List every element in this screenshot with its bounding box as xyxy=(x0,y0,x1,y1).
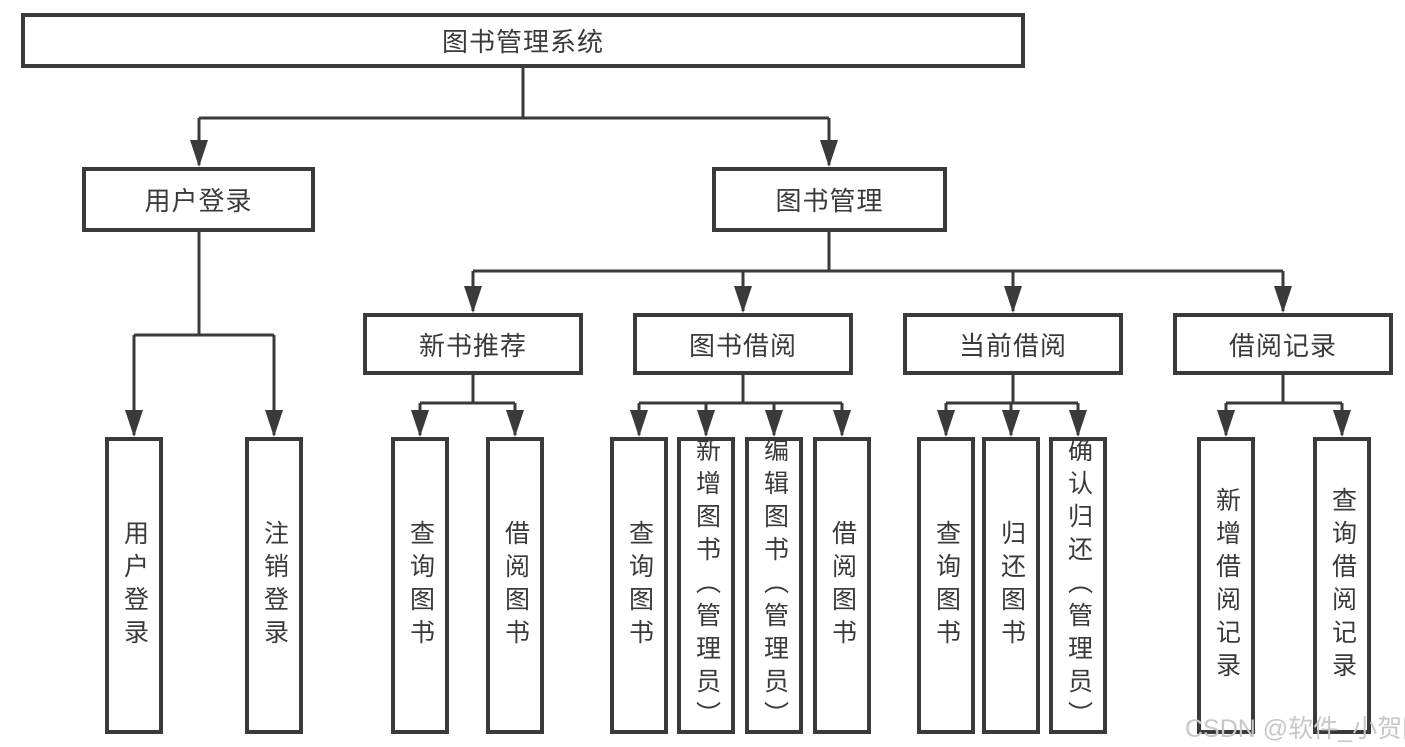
connector-userlogin-children xyxy=(132,232,276,435)
csdn-watermark: CSDN @软件_小贺同学 xyxy=(1185,715,1405,743)
node-user-login-label: 用户登录 xyxy=(144,186,253,216)
leaf-return-book: 归还图书 xyxy=(982,437,1040,734)
arrow-current-borrow xyxy=(1004,286,1022,313)
connector-bookborrow-children xyxy=(637,375,844,435)
leaf-borrow-books-1: 借阅图书 xyxy=(486,437,544,734)
arrow-leaf-query-record xyxy=(1333,410,1351,437)
node-book-borrow: 图书借阅 xyxy=(633,313,853,375)
arrow-leaf-logout xyxy=(265,410,283,437)
leaf-return-book-label: 归还图书 xyxy=(997,519,1026,652)
node-current-borrow-label: 当前借阅 xyxy=(958,330,1067,361)
arrow-leaf-add-record xyxy=(1217,410,1235,437)
connector-records-children xyxy=(1224,375,1344,435)
leaf-borrow-books-2: 借阅图书 xyxy=(813,437,871,734)
node-new-book-recommend-label: 新书推荐 xyxy=(418,330,527,361)
leaf-query-books-2: 查询图书 xyxy=(610,437,668,734)
node-root-system: 图书管理系统 xyxy=(21,13,1025,68)
leaf-edit-book-admin: 编辑图书（管理员） xyxy=(745,437,803,734)
leaf-borrow-books-2-label: 借阅图书 xyxy=(828,519,857,652)
arrow-leaf-return-book xyxy=(1002,410,1020,437)
node-book-borrow-label: 图书借阅 xyxy=(688,330,797,361)
node-borrow-records: 借阅记录 xyxy=(1173,313,1393,375)
connector-root-to-level2 xyxy=(197,68,831,165)
node-book-management: 图书管理 xyxy=(712,167,947,232)
arrow-leaf-edit-book xyxy=(765,410,783,437)
arrow-leaf-add-book xyxy=(697,410,715,437)
leaf-query-books-1: 查询图书 xyxy=(391,437,449,734)
arrow-borrow-records xyxy=(1274,286,1292,313)
arrow-leaf-query-books-3 xyxy=(937,410,955,437)
leaf-logout: 注销登录 xyxy=(245,437,303,734)
connector-bookmgmt-to-level3 xyxy=(471,232,1285,311)
leaf-query-books-2-label: 查询图书 xyxy=(625,519,654,652)
leaf-query-borrow-record-label: 查询借阅记录 xyxy=(1328,486,1357,685)
node-current-borrow: 当前借阅 xyxy=(903,313,1123,375)
arrow-leaf-user-login xyxy=(125,410,143,437)
leaf-add-borrow-record: 新增借阅记录 xyxy=(1197,437,1255,734)
leaf-query-books-3-label: 查询图书 xyxy=(932,519,961,652)
node-book-management-label: 图书管理 xyxy=(775,186,884,216)
leaf-add-borrow-record-label: 新增借阅记录 xyxy=(1212,486,1241,685)
arrow-leaf-borrow-books-2 xyxy=(833,410,851,437)
leaf-borrow-books-1-label: 借阅图书 xyxy=(501,519,530,652)
leaf-confirm-return-admin-label: 确认归还（管理员） xyxy=(1064,437,1093,734)
leaf-user-login: 用户登录 xyxy=(105,437,163,734)
node-new-book-recommend: 新书推荐 xyxy=(363,313,583,375)
leaf-add-book-admin-label: 新增图书（管理员） xyxy=(692,437,721,734)
connector-newbook-children xyxy=(418,375,517,435)
leaf-user-login-label: 用户登录 xyxy=(120,519,149,652)
arrow-new-book-recommend xyxy=(464,286,482,313)
leaf-query-borrow-record: 查询借阅记录 xyxy=(1313,437,1371,734)
node-root-label: 图书管理系统 xyxy=(441,27,604,57)
arrow-leaf-query-books-2 xyxy=(630,410,648,437)
leaf-add-book-admin: 新增图书（管理员） xyxy=(677,437,735,734)
leaf-confirm-return-admin: 确认归还（管理员） xyxy=(1049,437,1107,734)
arrow-book-management xyxy=(820,140,838,167)
arrow-user-login xyxy=(190,140,208,167)
node-user-login: 用户登录 xyxy=(82,167,315,232)
node-borrow-records-label: 借阅记录 xyxy=(1228,330,1337,361)
leaf-query-books-1-label: 查询图书 xyxy=(406,519,435,652)
arrow-leaf-query-books-1 xyxy=(411,410,429,437)
arrow-leaf-confirm-return xyxy=(1069,410,1087,437)
leaf-edit-book-admin-label: 编辑图书（管理员） xyxy=(760,437,789,734)
arrow-leaf-borrow-books-1 xyxy=(506,410,524,437)
leaf-query-books-3: 查询图书 xyxy=(917,437,975,734)
arrow-book-borrow xyxy=(734,286,752,313)
leaf-logout-label: 注销登录 xyxy=(260,519,289,652)
